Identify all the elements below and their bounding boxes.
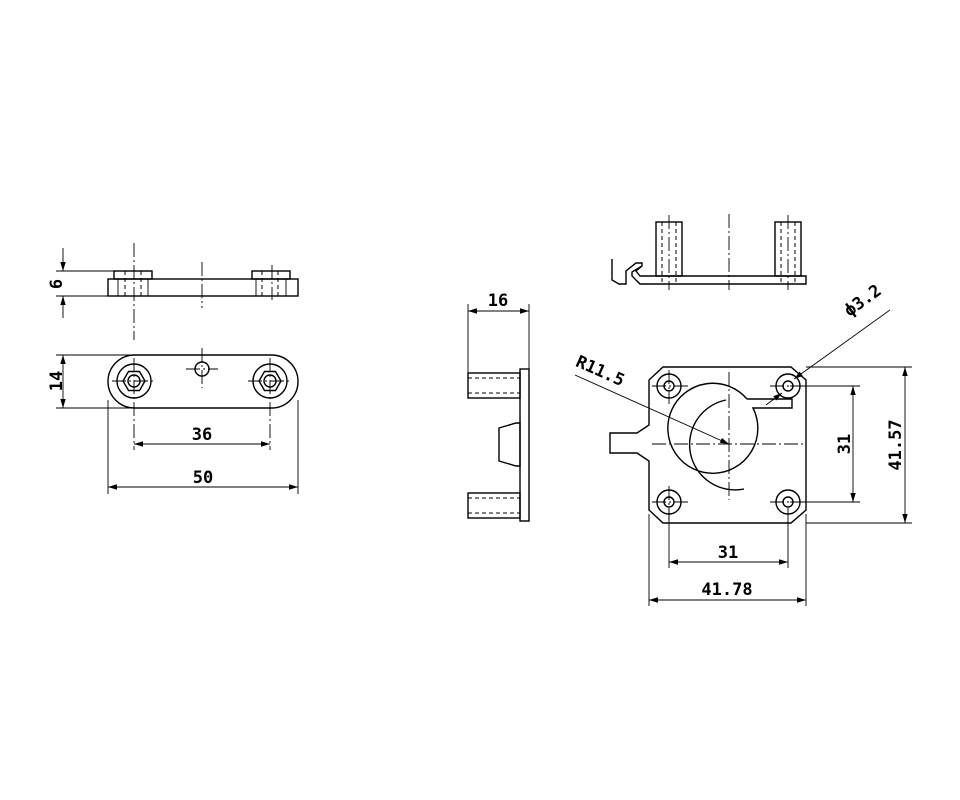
dimension-hole-spacing-small: 36: [134, 425, 270, 447]
dimension-radius: R11.5: [573, 352, 730, 445]
dim-label-depth-side: 16: [488, 291, 508, 311]
large-bracket-side-view: [467, 368, 530, 522]
dim-label-height-small: 14: [47, 371, 67, 391]
dim-label-height-large: 41.57: [886, 419, 906, 470]
large-bracket-plan-view: [609, 366, 807, 524]
dim-label-radius: R11.5: [573, 352, 628, 391]
dimension-height-small: 14: [47, 354, 134, 409]
dim-label-length-small: 50: [193, 468, 213, 488]
small-bracket-top-view: [107, 348, 299, 450]
dim-label-hole-diameter: ϕ3.2: [841, 281, 886, 321]
dimension-thickness: 6: [47, 248, 114, 318]
dimension-depth-side: 16: [467, 291, 530, 373]
dim-label-width-large: 41.78: [701, 580, 752, 600]
dimension-width-large: 41.78: [648, 514, 807, 606]
dimension-hole-spacing-vertical: 31: [790, 385, 860, 503]
dimension-length-small: 50: [107, 400, 299, 494]
dimension-hole-spacing-horizontal: 31: [668, 508, 789, 568]
small-bracket-side-view: [107, 243, 299, 340]
dimension-height-large: 41.57: [806, 366, 912, 524]
large-bracket-elevation-view: [611, 214, 807, 290]
dim-label-hole-spacing-small: 36: [192, 425, 212, 445]
dim-label-hole-spacing-vertical: 31: [835, 434, 855, 454]
dim-label-hole-spacing-horizontal: 31: [718, 543, 738, 563]
dim-label-thickness: 6: [47, 279, 67, 289]
